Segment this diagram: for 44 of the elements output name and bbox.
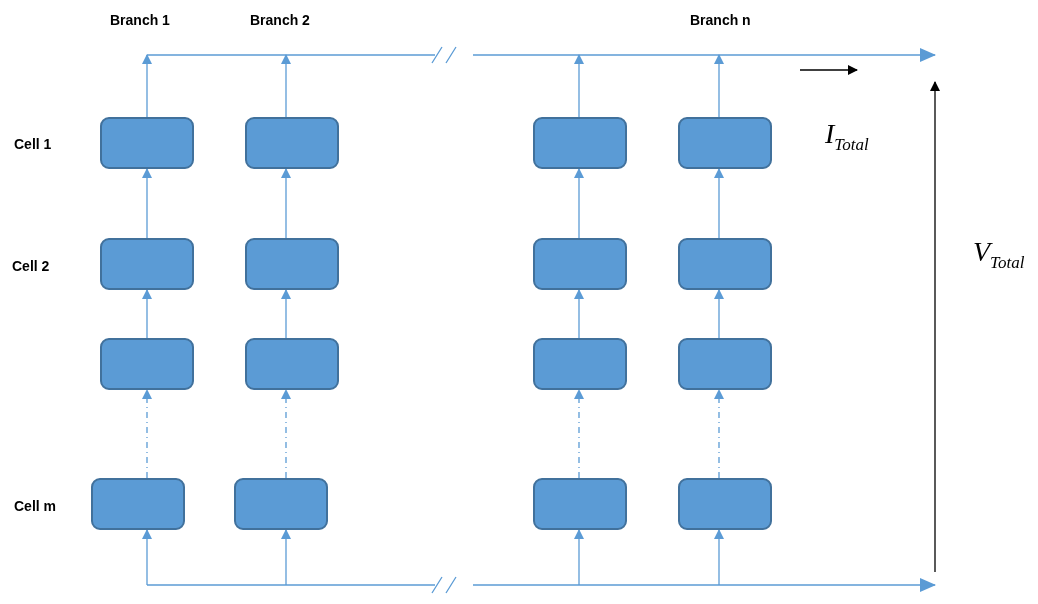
arrow: [142, 529, 152, 586]
arrow: [574, 289, 584, 339]
arrow: [281, 389, 291, 479]
arrow: [714, 289, 724, 339]
cell-box: [100, 238, 194, 290]
cell-box: [678, 117, 772, 169]
arrow: [574, 389, 584, 479]
cell-box: [234, 478, 328, 530]
arrow: [714, 529, 724, 586]
arrow: [714, 54, 724, 118]
arrow: [281, 54, 291, 118]
arrow: [574, 168, 584, 239]
cell-box: [245, 117, 339, 169]
cell-box: [91, 478, 185, 530]
current-label: I$_{Total}$: [825, 118, 869, 155]
column-label: Branch 1: [110, 12, 170, 28]
arrow: [142, 168, 152, 239]
cell-box: [678, 478, 772, 530]
cell-box: [533, 238, 627, 290]
cell-box: [100, 338, 194, 390]
cell-box: [245, 238, 339, 290]
cell-box: [678, 238, 772, 290]
row-label: Cell m: [14, 498, 56, 514]
arrow: [142, 54, 152, 118]
cell-box: [533, 478, 627, 530]
column-label: Branch n: [690, 12, 751, 28]
cell-box: [533, 338, 627, 390]
cell-box: [245, 338, 339, 390]
cell-box: [678, 338, 772, 390]
voltage-label: V$_{Total}$: [973, 236, 1025, 273]
arrow: [281, 168, 291, 239]
cell-box: [533, 117, 627, 169]
arrow: [574, 529, 584, 586]
arrow: [142, 289, 152, 339]
arrow: [574, 54, 584, 118]
row-label: Cell 2: [12, 258, 50, 274]
arrow: [714, 168, 724, 239]
column-label: Branch 2: [250, 12, 310, 28]
arrow: [281, 529, 291, 586]
cell-box: [100, 117, 194, 169]
row-label: Cell 1: [14, 136, 52, 152]
arrow: [142, 389, 152, 479]
arrow: [714, 389, 724, 479]
arrow: [281, 289, 291, 339]
